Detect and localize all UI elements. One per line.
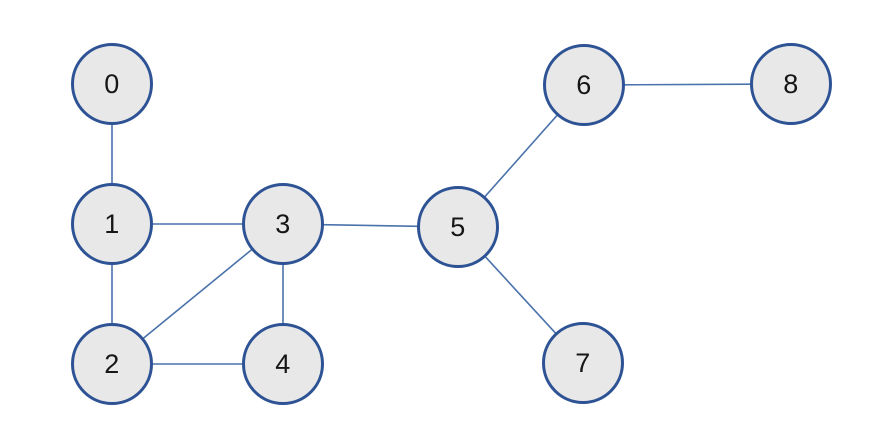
graph-node-label-6: 6 <box>576 69 592 100</box>
graph-node-2[interactable]: 2 <box>71 323 153 405</box>
graph-node-label-2: 2 <box>104 348 120 379</box>
graph-node-1[interactable]: 1 <box>71 183 153 265</box>
graph-node-3[interactable]: 3 <box>242 183 324 265</box>
graph-node-label-1: 1 <box>104 208 120 239</box>
graph-edge-2-3 <box>142 248 253 340</box>
graph-node-label-8: 8 <box>783 68 799 99</box>
graph-node-label-4: 4 <box>275 348 291 379</box>
graph-node-8[interactable]: 8 <box>750 43 832 125</box>
graph-node-0[interactable]: 0 <box>71 43 153 125</box>
graph-node-7[interactable]: 7 <box>542 322 624 404</box>
graph-node-5[interactable]: 5 <box>417 186 499 268</box>
graph-edge-3-5 <box>322 223 419 228</box>
graph-edge-6-8 <box>623 83 752 86</box>
graph-node-label-7: 7 <box>575 347 591 378</box>
graph-node-label-0: 0 <box>104 68 120 99</box>
graph-node-label-3: 3 <box>275 208 291 239</box>
graph-edge-5-6 <box>483 114 559 198</box>
graph-edge-5-7 <box>484 255 557 335</box>
graph-node-label-5: 5 <box>450 211 466 242</box>
graph-node-6[interactable]: 6 <box>543 44 625 126</box>
graph-node-4[interactable]: 4 <box>242 323 324 405</box>
